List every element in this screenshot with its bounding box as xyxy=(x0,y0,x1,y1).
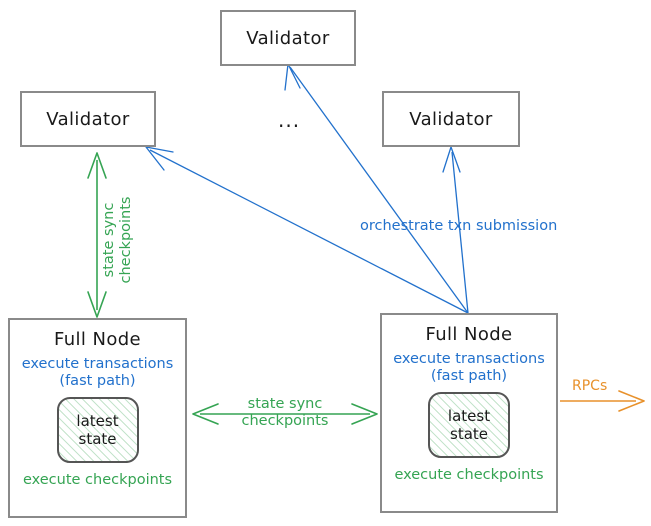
full-node-right-latest-state-line1: latest xyxy=(447,407,491,425)
full-node-right-execute-line2: (fast path) xyxy=(430,368,508,384)
full-node-right-execute: execute transactions (fast path) xyxy=(393,351,545,385)
full-node-left-execute: execute transactions (fast path) xyxy=(22,356,174,390)
validator-left-label: Validator xyxy=(46,108,130,130)
label-state-sync-vertical-line1: state sync xyxy=(101,202,117,278)
full-node-left-latest-state-line2: state xyxy=(78,430,117,448)
full-node-right-latest-state-line2: state xyxy=(450,425,488,443)
full-node-left[interactable]: Full Node execute transactions (fast pat… xyxy=(8,318,187,518)
label-rpcs: RPCs xyxy=(572,378,608,394)
full-node-left-latest-state: latest state xyxy=(56,397,139,463)
full-node-right-latest-state: latest state xyxy=(428,392,510,458)
validators-ellipsis: ... xyxy=(278,108,301,132)
validator-right-label: Validator xyxy=(409,108,493,130)
validator-right[interactable]: Validator xyxy=(382,91,520,147)
full-node-right-checkpoints: execute checkpoints xyxy=(394,467,544,483)
full-node-right[interactable]: Full Node execute transactions (fast pat… xyxy=(380,313,558,513)
full-node-right-execute-line1: execute transactions xyxy=(393,351,545,367)
full-node-left-execute-line1: execute transactions xyxy=(21,356,174,372)
label-state-sync-horizontal-line1: state sync xyxy=(247,396,323,412)
full-node-left-title: Full Node xyxy=(53,329,142,350)
validator-top[interactable]: Validator xyxy=(220,10,356,66)
label-orchestrate-txn-submission: orchestrate txn submission xyxy=(360,218,558,234)
label-state-sync-horizontal: state sync checkpoints xyxy=(225,396,345,430)
full-node-left-checkpoints: execute checkpoints xyxy=(22,472,173,488)
validator-left[interactable]: Validator xyxy=(20,91,156,147)
validator-top-label: Validator xyxy=(246,27,330,49)
label-state-sync-horizontal-line2: checkpoints xyxy=(241,413,329,429)
full-node-left-execute-line2: (fast path) xyxy=(59,373,136,389)
label-state-sync-vertical: state sync checkpoints xyxy=(101,170,135,310)
full-node-right-title: Full Node xyxy=(425,324,513,345)
label-state-sync-vertical-line2: checkpoints xyxy=(118,196,134,284)
full-node-left-latest-state-line1: latest xyxy=(76,412,119,430)
